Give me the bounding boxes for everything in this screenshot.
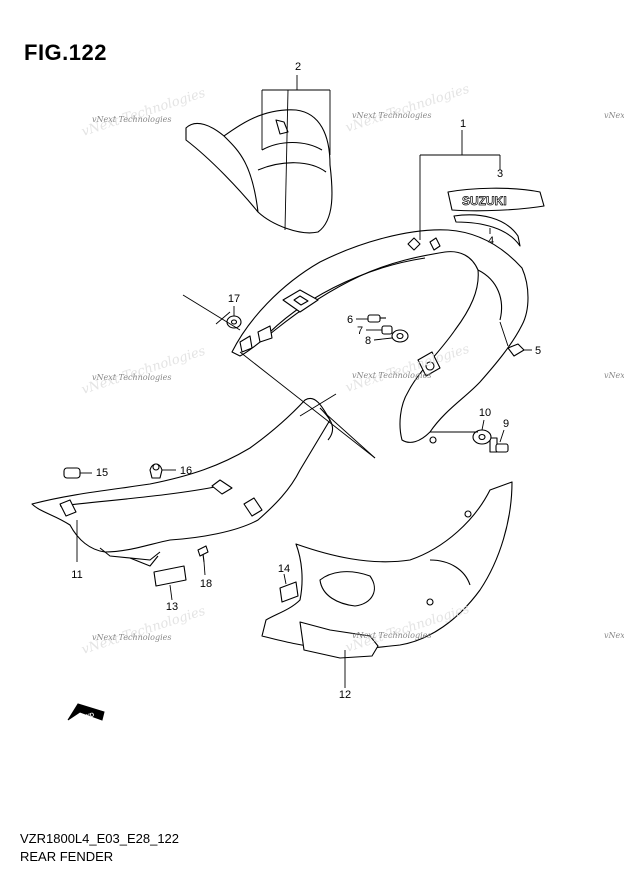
part-18-screw[interactable] [197, 545, 209, 563]
section-name: REAR FENDER [20, 849, 114, 864]
part-14-reflector[interactable] [279, 581, 299, 603]
callout-9: 9 [503, 418, 509, 430]
model-code: VZR1800L4_E03_E28_122 [20, 831, 180, 846]
fwd-label: FWD [80, 712, 95, 722]
part-11-inner-fender[interactable] [31, 398, 334, 567]
callout-2: 2 [295, 61, 301, 73]
callout-17: 17 [228, 293, 240, 305]
part-2-rear-cowl[interactable] [185, 109, 333, 234]
watermark-text: vNext Technologies [92, 115, 171, 124]
watermark-text: vNext Technologies [352, 631, 431, 640]
leader-lines [76, 75, 532, 688]
callout-15: 15 [96, 467, 108, 479]
part-13-reflector[interactable] [153, 565, 187, 587]
callout-3: 3 [497, 168, 503, 180]
watermark-text: vNext Technologies [352, 111, 431, 120]
watermark-text: vNext Technologies [352, 371, 431, 380]
callout-13: 13 [166, 601, 178, 613]
watermark-ghost: vNext Technologies [80, 604, 208, 658]
callout-labels: 1 2 3 4 5 6 7 8 9 10 11 12 13 14 15 16 1… [71, 61, 541, 701]
suzuki-emblem-text: SUZUKI [462, 194, 507, 208]
watermark-ghost: vNext Technologies [80, 344, 208, 398]
part-8-cushion[interactable] [391, 329, 409, 343]
watermark-text: vNext Technologies [92, 373, 171, 382]
callout-8: 8 [365, 335, 371, 347]
part-9-bolt[interactable] [489, 437, 509, 453]
part-12-rear-mudguard[interactable] [261, 481, 513, 659]
watermark-ghost: vNext Technologies [344, 82, 472, 136]
callout-7: 7 [357, 325, 363, 337]
callout-14: 14 [278, 563, 290, 575]
callout-11: 11 [71, 569, 82, 581]
callout-5: 5 [535, 345, 541, 357]
part-1-rear-fender-cover[interactable] [231, 229, 529, 444]
part-7-spacer[interactable] [381, 325, 393, 335]
part-15-plug[interactable] [63, 467, 81, 479]
part-16-clip[interactable] [149, 463, 163, 479]
watermark-text: vNext Technologies [604, 371, 624, 380]
part-6-screw[interactable] [367, 314, 386, 323]
watermark-text: vNext Technologies [604, 111, 624, 120]
callout-16: 16 [180, 465, 192, 477]
watermark-text: vNext Technologies [92, 633, 171, 642]
callout-12: 12 [339, 689, 351, 701]
figure-title: FIG.122 [24, 40, 107, 65]
part-5-clip-nut[interactable] [507, 343, 525, 357]
watermark-text: vNext Technologies [604, 631, 624, 640]
callout-1: 1 [460, 118, 466, 130]
callout-18: 18 [200, 578, 212, 590]
part-3-emblem[interactable]: SUZUKI [447, 187, 545, 212]
callout-4: 4 [488, 235, 494, 247]
part-4-trim-strip[interactable] [453, 214, 521, 247]
callout-6: 6 [347, 314, 353, 326]
callout-10: 10 [479, 407, 491, 419]
fwd-arrow: FWD [67, 703, 105, 722]
